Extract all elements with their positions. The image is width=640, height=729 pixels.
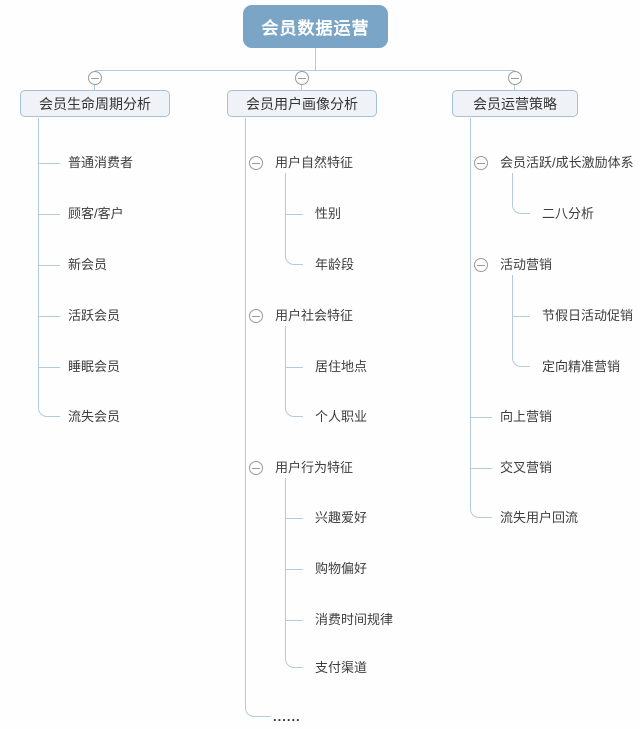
connector-line: [470, 468, 492, 469]
connector-trunk: [38, 118, 60, 417]
topic-parent[interactable]: 用户社会特征: [275, 308, 354, 323]
connector-trunk: [470, 118, 492, 518]
connector-line: [301, 84, 302, 90]
topic-parent[interactable]: 用户自然特征: [275, 155, 354, 170]
connector-trunk: [285, 326, 303, 417]
topic[interactable]: 活跃会员: [68, 308, 121, 323]
connector-line: [38, 265, 60, 266]
topic[interactable]: 兴趣爱好: [315, 510, 368, 525]
connector-trunk: [512, 275, 530, 367]
connector-line: [512, 316, 530, 317]
branch-topic-lifecycle[interactable]: 会员生命周期分析: [20, 90, 170, 117]
connector-line: [95, 70, 515, 71]
connector-line: [285, 214, 303, 215]
topic[interactable]: 性别: [315, 206, 342, 221]
topic[interactable]: 交叉营销: [500, 460, 553, 475]
topic[interactable]: 流失会员: [68, 409, 121, 424]
topic[interactable]: 个人职业: [315, 409, 368, 424]
connector-trunk: [285, 173, 303, 265]
connector-line: [38, 367, 60, 368]
collapse-icon[interactable]: [88, 71, 102, 85]
connector-line: [514, 84, 515, 90]
topic-parent[interactable]: 用户行为特征: [275, 460, 354, 475]
topic[interactable]: 普通消费者: [68, 155, 134, 170]
collapse-icon[interactable]: [249, 461, 263, 475]
connector-trunk: [512, 173, 530, 214]
branch-topic-profile[interactable]: 会员用户画像分析: [227, 90, 377, 117]
collapse-icon[interactable]: [249, 156, 263, 170]
connector-line: [315, 48, 316, 70]
topic[interactable]: 居住地点: [315, 359, 368, 374]
connector-line: [470, 417, 492, 418]
topic-parent[interactable]: 活动营销: [500, 257, 553, 272]
connector-line: [285, 367, 303, 368]
topic[interactable]: 流失用户回流: [500, 510, 579, 525]
connector-line: [285, 620, 303, 621]
connector-trunk: [245, 118, 271, 717]
topic[interactable]: 节假日活动促销: [542, 308, 634, 323]
collapse-icon[interactable]: [295, 71, 309, 85]
connector-line: [38, 214, 60, 215]
topic[interactable]: 购物偏好: [315, 561, 368, 576]
topic[interactable]: 定向精准营销: [542, 359, 621, 374]
topic[interactable]: 顾客/客户: [68, 206, 124, 221]
topic-parent[interactable]: 会员活跃/成长激励体系: [500, 155, 634, 170]
branch-topic-strategy[interactable]: 会员运营策略: [452, 90, 578, 117]
topic[interactable]: 睡眠会员: [68, 359, 121, 374]
collapse-icon[interactable]: [474, 156, 488, 170]
topic[interactable]: 新会员: [68, 257, 108, 272]
collapse-icon[interactable]: [249, 309, 263, 323]
topic[interactable]: 年龄段: [315, 257, 355, 272]
collapse-icon[interactable]: [508, 71, 522, 85]
connector-line: [94, 84, 95, 90]
topic-ellipsis[interactable]: ......: [273, 709, 301, 724]
connector-line: [285, 569, 303, 570]
connector-trunk: [285, 478, 303, 668]
connector-line: [38, 316, 60, 317]
connector-line: [38, 163, 60, 164]
topic[interactable]: 消费时间规律: [315, 612, 394, 627]
topic[interactable]: 二八分析: [542, 206, 595, 221]
root-topic[interactable]: 会员数据运营: [243, 5, 388, 48]
topic[interactable]: 向上营销: [500, 409, 553, 424]
topic[interactable]: 支付渠道: [315, 660, 368, 675]
collapse-icon[interactable]: [474, 258, 488, 272]
connector-line: [285, 518, 303, 519]
